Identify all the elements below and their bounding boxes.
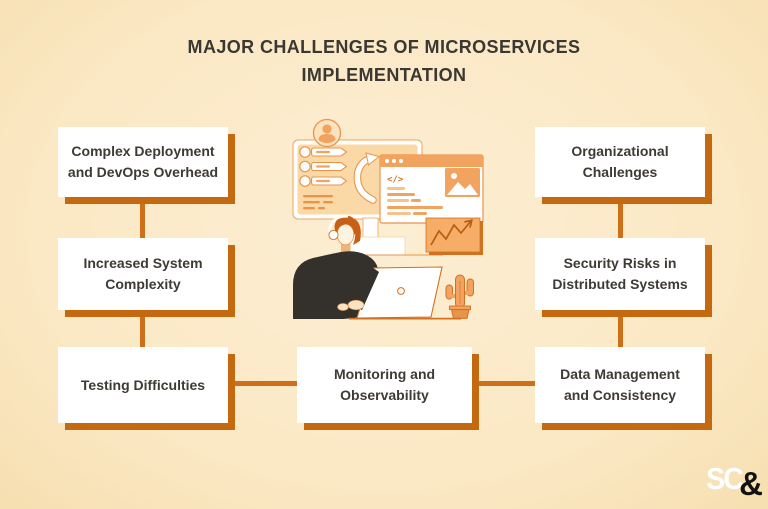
code-icon: </>: [387, 175, 404, 185]
checklist-item: [299, 175, 348, 187]
connector-left-bottom: [140, 303, 145, 355]
avatar-icon: [312, 118, 342, 148]
connector-bottom-right: [465, 381, 543, 386]
person-hand: [347, 299, 365, 311]
person-face: [336, 223, 355, 246]
page-title-line2: IMPLEMENTATION: [301, 65, 467, 85]
box-label: Security Risks in: [563, 255, 677, 271]
cactus: [445, 274, 474, 319]
window-dot: [399, 159, 403, 163]
box-label: Data Management: [560, 366, 680, 382]
challenge-box-complex-deployment: Complex Deployment and DevOps Overhead: [58, 127, 228, 197]
box-label: Complex Deployment: [71, 143, 215, 159]
connector-right-top: [618, 190, 623, 245]
checklist-item: [299, 160, 348, 173]
connector-left-top: [140, 190, 145, 245]
window-dot: [392, 159, 396, 163]
box-label: and DevOps Overhead: [67, 164, 219, 180]
challenge-box-data-management: Data Management and Consistency: [535, 347, 705, 423]
headphone-band: [327, 215, 349, 233]
box-label: Distributed Systems: [552, 276, 688, 292]
challenge-box-testing: Testing Difficulties: [58, 347, 228, 423]
window-dot: [385, 159, 389, 163]
challenge-box-security: Security Risks in Distributed Systems: [535, 238, 705, 310]
laptop: [349, 266, 461, 320]
line-chart-icon: [430, 220, 472, 246]
image-placeholder-icon: [445, 168, 480, 197]
box-label: Monitoring and: [333, 366, 436, 382]
person-head: [327, 215, 361, 246]
browser-window: </>: [379, 154, 484, 224]
box-label: Complexity: [105, 276, 181, 292]
connector-bottom-left: [220, 381, 305, 386]
person-hand: [337, 303, 349, 311]
refresh-arrow-icon: [353, 152, 381, 204]
box-label: Challenges: [582, 164, 658, 180]
box-label: Observability: [340, 387, 429, 403]
checklist: [299, 146, 348, 210]
box-label: Increased System: [83, 255, 203, 271]
headphone-icon: [328, 229, 339, 241]
logo-text-primary: SC: [706, 461, 744, 496]
checklist-item: [299, 146, 348, 158]
box-label: and Consistency: [563, 387, 677, 403]
chart-card: [425, 217, 483, 255]
brand-logo: SC &: [703, 461, 763, 502]
logo-text-secondary: &: [739, 465, 763, 502]
box-label: Organizational: [571, 143, 669, 159]
person-arm: [337, 265, 379, 311]
connector-right-bottom: [618, 303, 623, 355]
page-title-line1: MAJOR CHALLENGES OF MICROSERVICES: [187, 37, 581, 57]
developer-workstation-illustration: </>: [292, 118, 484, 320]
page-title: MAJOR CHALLENGES OF MICROSERVICES IMPLEM…: [0, 33, 768, 89]
box-label: Testing Difficulties: [80, 376, 206, 393]
